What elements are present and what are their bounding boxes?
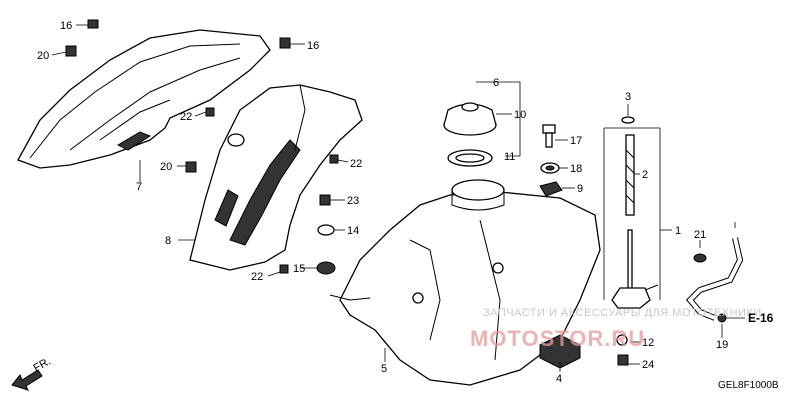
callout-9: 9 <box>577 183 583 195</box>
callout-21: 21 <box>694 229 706 241</box>
callout-e16: E-16 <box>748 311 774 325</box>
callout-16b: 16 <box>307 40 319 52</box>
tank-rubber-part <box>539 181 563 197</box>
fuel-line-part <box>685 237 744 323</box>
callout-20b: 20 <box>160 161 172 173</box>
watermark-brand: MOTOSTOR.RU <box>470 326 645 351</box>
callout-20a: 20 <box>37 50 49 62</box>
shroud-upper-part <box>17 29 271 169</box>
callout-15: 15 <box>293 263 305 275</box>
callout-17: 17 <box>570 135 582 147</box>
fuel-valve-part <box>611 134 659 309</box>
callout-22a: 22 <box>180 111 192 123</box>
fasteners <box>65 19 629 366</box>
callout-6: 6 <box>493 77 499 89</box>
cap-gasket-part <box>447 149 493 167</box>
callout-23: 23 <box>347 195 359 207</box>
washer-3-part <box>621 116 635 124</box>
callout-4: 4 <box>556 373 562 385</box>
watermark-text: ЗАПЧАСТИ И АКСЕССУАРЫ ДЛЯ МОТОТЕХНИКИ <box>483 307 762 319</box>
callout-8: 8 <box>165 235 171 247</box>
leader-lines <box>51 24 745 372</box>
callout-18: 18 <box>570 163 582 175</box>
bracket-4-part <box>539 334 581 369</box>
callout-10: 10 <box>514 109 526 121</box>
fuel-cap-part <box>443 102 497 136</box>
callout-14: 14 <box>347 225 359 237</box>
callout-11: 11 <box>504 151 515 163</box>
callout-24: 24 <box>642 359 654 371</box>
callout-22b: 22 <box>350 158 362 170</box>
callout-22c: 22 <box>251 271 263 283</box>
diagram-code: GEL8F1000B <box>718 380 779 391</box>
collar-part <box>540 162 560 174</box>
bolt-17-part <box>542 124 556 148</box>
callout-3: 3 <box>625 91 631 103</box>
front-arrow-label: FR. <box>32 355 53 374</box>
callout-19: 19 <box>716 339 728 351</box>
breather-tube-part <box>344 66 476 152</box>
callout-7: 7 <box>136 181 142 193</box>
callout-2: 2 <box>642 169 648 181</box>
callout-1: 1 <box>675 225 681 237</box>
callout-12: 12 <box>642 337 654 349</box>
callout-16a: 16 <box>60 20 72 32</box>
front-arrow-icon <box>11 369 43 391</box>
callout-5: 5 <box>381 363 387 375</box>
side-shroud-part <box>189 84 363 271</box>
fuel-tank-part <box>329 179 601 386</box>
